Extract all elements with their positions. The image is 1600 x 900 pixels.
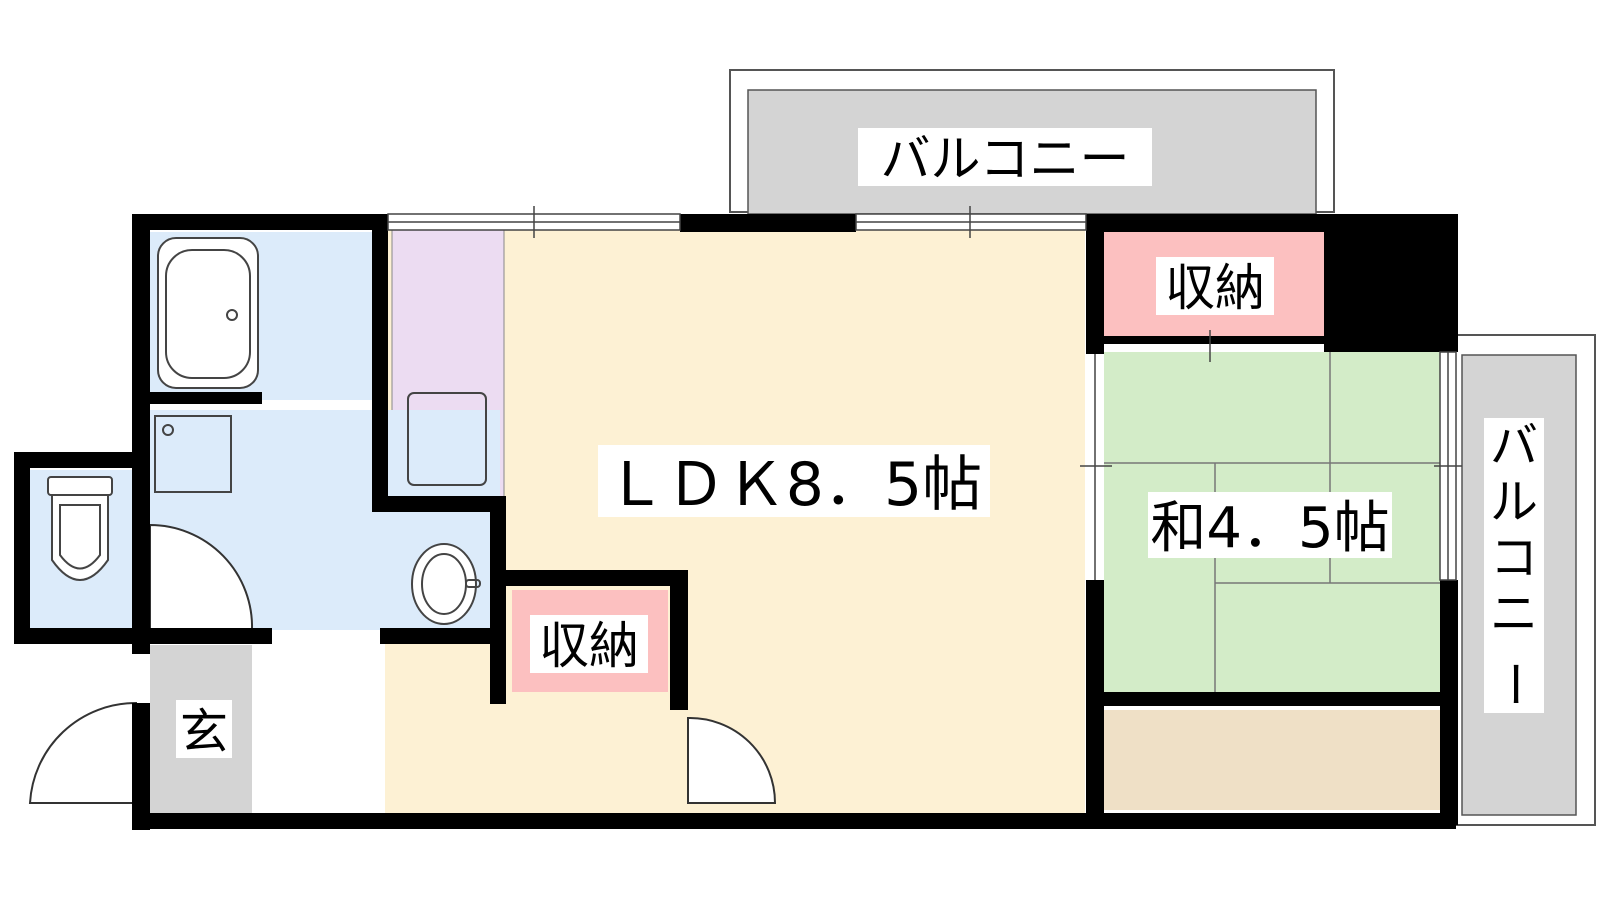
- washing-machine-icon: [154, 415, 232, 493]
- balcony-top-label: バルコニー: [881, 130, 1130, 188]
- sink-icon: [411, 543, 481, 625]
- balcony-right-label: バ ル コ ニ ー: [1486, 418, 1542, 708]
- entrance-label: 玄: [180, 704, 228, 760]
- balcony-right-char: ニ: [1490, 586, 1538, 642]
- entrance-label-bg: [176, 700, 232, 758]
- doors: [28, 523, 777, 804]
- fridge-icon: [407, 392, 487, 486]
- storage-top-label-bg: [1156, 257, 1274, 315]
- balcony-right-char: ル: [1490, 474, 1538, 530]
- closet-floor: [1104, 710, 1444, 810]
- walls: [14, 214, 1458, 830]
- balcony-right-char: バ: [1490, 418, 1538, 474]
- balcony-right-char: ー: [1486, 660, 1542, 708]
- windows: [387, 206, 1462, 581]
- balcony-top-label-bg: [858, 128, 1152, 186]
- balcony-top: [729, 69, 1335, 215]
- ldk-label-bg: [598, 445, 990, 517]
- balcony-right-char: コ: [1490, 530, 1538, 586]
- storage-mid-label-bg: [530, 615, 648, 673]
- washitsu-label: 和4．5帖: [1150, 496, 1389, 561]
- storage-top-label: 収納: [1165, 259, 1265, 317]
- toilet-icon: [47, 476, 113, 581]
- bathtub-icon: [157, 237, 259, 389]
- ldk-label: ＬＤＫ8．5帖: [606, 450, 982, 520]
- storage-mid-label: 収納: [539, 617, 639, 675]
- washitsu-label-bg: [1148, 492, 1392, 558]
- balcony-right-label-bg: [1484, 418, 1544, 713]
